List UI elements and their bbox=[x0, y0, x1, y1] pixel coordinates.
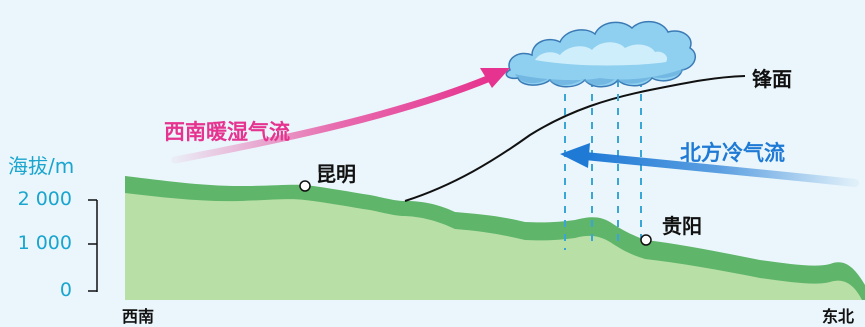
axis-title: 海拔/m bbox=[8, 154, 75, 178]
rain bbox=[564, 80, 642, 250]
cloud-icon bbox=[505, 20, 697, 88]
front-line bbox=[404, 75, 746, 202]
direction-northeast: 东北 bbox=[822, 307, 855, 326]
direction-southwest: 西南 bbox=[122, 307, 155, 326]
tick-label-1000: 1 000 bbox=[17, 232, 72, 254]
warm-airflow-arrow bbox=[171, 74, 494, 164]
tick-label-2000: 2 000 bbox=[17, 188, 72, 210]
guiyang-marker bbox=[640, 234, 652, 246]
warm-airflow-label: 西南暖湿气流 bbox=[164, 120, 290, 144]
kunming-marker bbox=[299, 180, 311, 192]
tick-label-0: 0 bbox=[59, 279, 72, 301]
front-label: 锋面 bbox=[752, 67, 792, 91]
cold-airflow-arrow bbox=[581, 152, 859, 187]
cold-airflow-label: 北方冷气流 bbox=[680, 141, 785, 165]
terrain-body bbox=[125, 193, 862, 300]
warm-arrowhead bbox=[480, 68, 510, 88]
place-kunming: 昆明 bbox=[316, 162, 356, 186]
place-guiyang: 贵阳 bbox=[662, 214, 702, 238]
cold-arrowhead bbox=[560, 143, 590, 168]
y-axis bbox=[88, 199, 98, 292]
